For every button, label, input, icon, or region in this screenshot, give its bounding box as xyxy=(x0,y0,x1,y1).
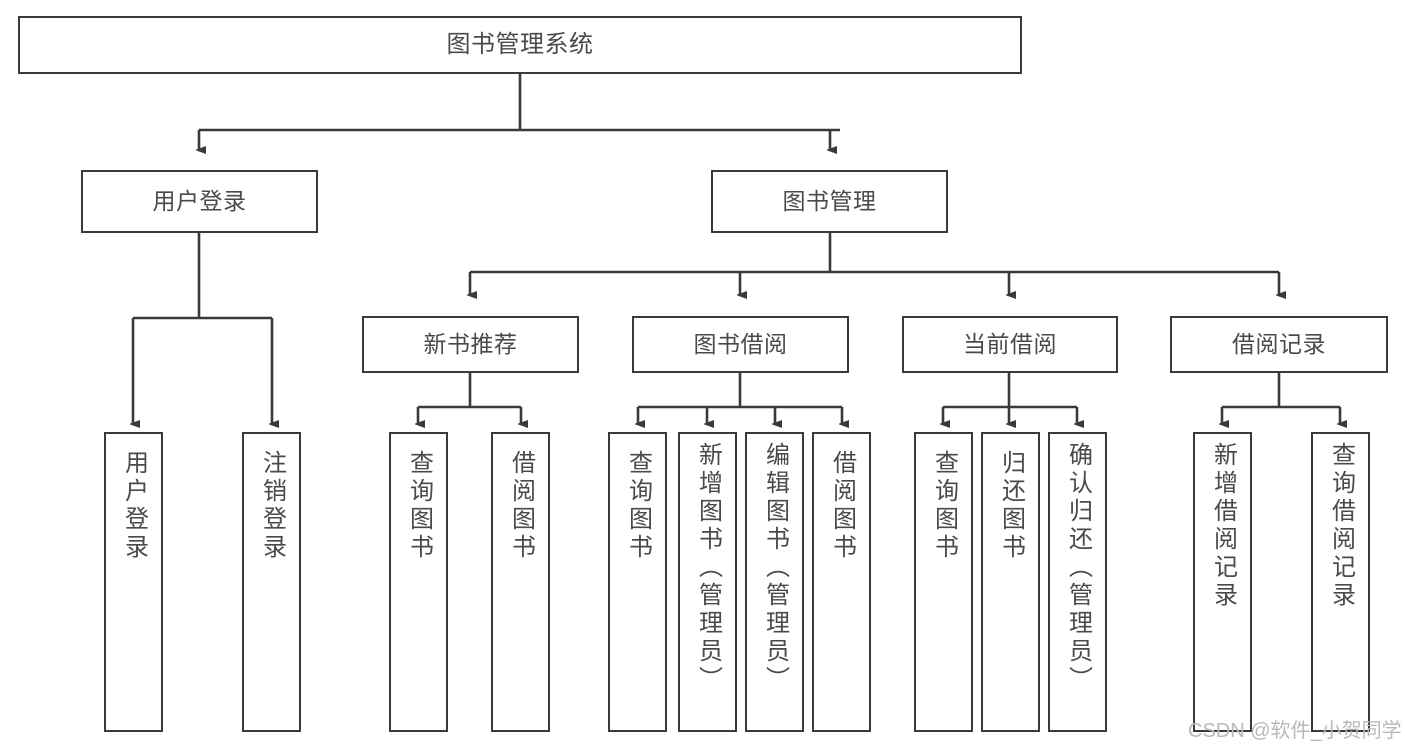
node-leaf-query-record[interactable]: 查询借阅记录 xyxy=(1311,432,1370,732)
node-label: 查询借阅记录 xyxy=(1327,442,1355,610)
node-label: 新书推荐 xyxy=(423,331,518,358)
node-book-manage[interactable]: 图书管理 xyxy=(711,170,948,233)
node-leaf-query-book-1[interactable]: 查询图书 xyxy=(389,432,448,732)
node-leaf-confirm-return[interactable]: 确认归还（管理员） xyxy=(1048,432,1107,732)
node-root-system[interactable]: 图书管理系统 xyxy=(18,16,1022,74)
node-label: 用户登录 xyxy=(152,188,247,215)
node-label: 查询图书 xyxy=(624,450,652,562)
csdn-watermark: CSDN @软件_小贺同学 xyxy=(1188,720,1402,742)
node-label: 用户登录 xyxy=(120,450,148,562)
node-label: 查询图书 xyxy=(405,450,433,562)
node-leaf-borrow-book-2[interactable]: 借阅图书 xyxy=(812,432,871,732)
node-leaf-borrow-book-1[interactable]: 借阅图书 xyxy=(491,432,550,732)
node-leaf-edit-book[interactable]: 编辑图书（管理员） xyxy=(745,432,804,732)
node-label: 图书管理 xyxy=(782,188,877,215)
node-label: 图书管理系统 xyxy=(446,31,594,59)
node-label: 注销登录 xyxy=(258,450,286,562)
node-new-book-recommend[interactable]: 新书推荐 xyxy=(362,316,579,373)
node-label: 借阅记录 xyxy=(1232,331,1326,358)
node-label: 确认归还（管理员） xyxy=(1064,442,1092,694)
node-leaf-query-book-3[interactable]: 查询图书 xyxy=(914,432,973,732)
node-label: 借阅图书 xyxy=(507,450,535,562)
node-leaf-query-book-2[interactable]: 查询图书 xyxy=(608,432,667,732)
node-label: 图书借阅 xyxy=(693,331,788,358)
node-leaf-logout-login[interactable]: 注销登录 xyxy=(242,432,301,732)
node-label: 新增借阅记录 xyxy=(1209,442,1237,610)
node-label: 借阅图书 xyxy=(828,450,856,562)
node-leaf-add-book[interactable]: 新增图书（管理员） xyxy=(678,432,737,732)
node-label: 当前借阅 xyxy=(963,331,1057,358)
node-borrow-record[interactable]: 借阅记录 xyxy=(1170,316,1388,373)
node-label: 查询图书 xyxy=(930,450,958,562)
node-user-login[interactable]: 用户登录 xyxy=(81,170,318,233)
node-label: 编辑图书（管理员） xyxy=(761,442,789,694)
node-leaf-add-record[interactable]: 新增借阅记录 xyxy=(1193,432,1252,732)
node-label: 归还图书 xyxy=(997,450,1025,562)
node-leaf-user-login[interactable]: 用户登录 xyxy=(104,432,163,732)
node-current-borrow[interactable]: 当前借阅 xyxy=(902,316,1118,373)
node-leaf-return-book[interactable]: 归还图书 xyxy=(981,432,1040,732)
node-book-borrow[interactable]: 图书借阅 xyxy=(632,316,849,373)
node-label: 新增图书（管理员） xyxy=(694,442,722,694)
